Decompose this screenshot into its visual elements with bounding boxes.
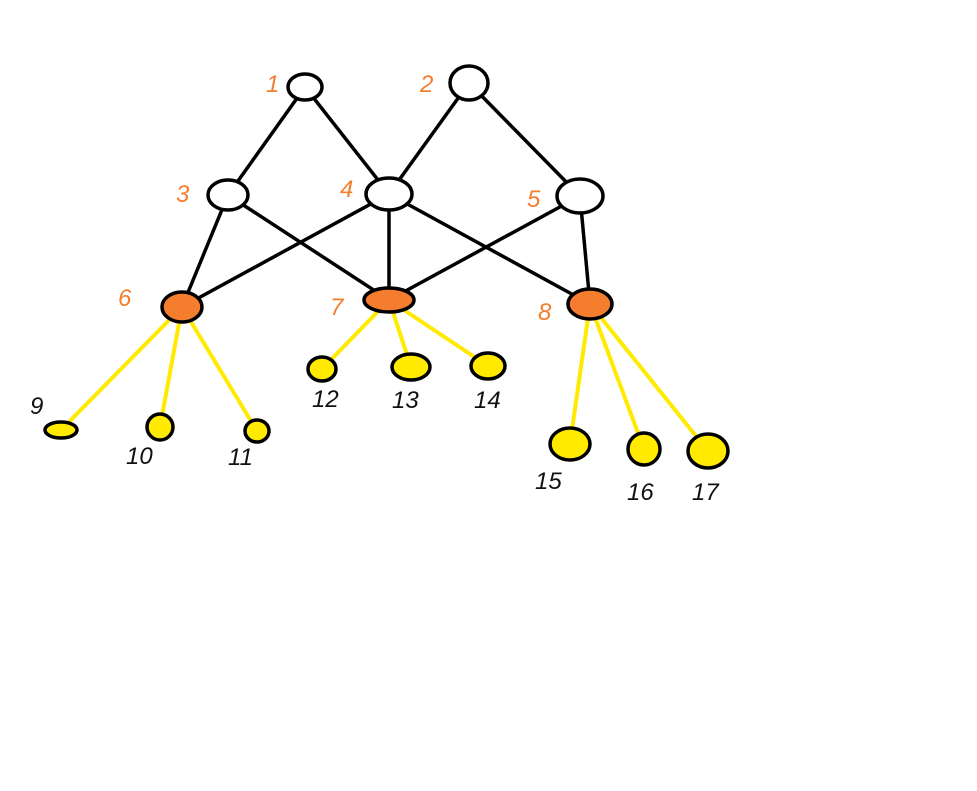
node-label-6: 6 [118,285,132,312]
node-3 [206,178,250,212]
edge-1-4 [303,85,391,196]
edge-2-5 [467,81,582,198]
node-6 [160,290,204,324]
edge-8-16 [588,302,646,451]
node-label-5: 5 [527,186,541,213]
node-14 [469,351,507,381]
node-5 [555,177,605,215]
node-1 [286,72,324,102]
edge-6-9 [59,305,184,432]
node-label-9: 9 [30,393,43,420]
node-16 [626,431,662,467]
node-15 [548,426,592,462]
edge-5-7 [387,194,582,302]
edge-1-3 [226,85,307,197]
node-17 [686,432,730,470]
node-label-10: 10 [126,443,153,470]
node-label-8: 8 [538,299,552,326]
edge-4-8 [387,192,592,306]
node-label-17: 17 [692,479,720,506]
node-label-15: 15 [535,468,562,495]
node-2 [448,64,490,102]
node-7 [362,286,416,314]
node-10 [145,412,175,442]
node-label-14: 14 [474,387,501,414]
edge-6-11 [180,305,259,433]
edge-4-6 [180,192,391,309]
edge-3-6 [180,193,230,309]
node-label-4: 4 [340,176,353,203]
edge-2-4 [387,81,471,196]
node-label-3: 3 [176,181,190,208]
node-13 [390,352,432,382]
node-label-7: 7 [330,294,345,321]
node-9 [43,420,79,440]
node-label-11: 11 [228,444,253,471]
node-label-1: 1 [266,71,279,98]
node-label-16: 16 [627,479,654,506]
nodes-layer [43,64,730,470]
node-label-12: 12 [312,386,339,413]
node-label-2: 2 [419,71,433,98]
edge-8-17 [588,302,710,453]
edge-6-10 [158,305,184,429]
edge-7-14 [387,298,490,368]
edge-3-7 [226,193,391,302]
edge-8-15 [568,302,592,446]
node-12 [306,355,338,383]
node-label-13: 13 [392,387,419,414]
edges-layer [59,81,710,453]
node-8 [566,287,614,321]
node-11 [243,418,271,444]
node-4 [364,176,414,212]
